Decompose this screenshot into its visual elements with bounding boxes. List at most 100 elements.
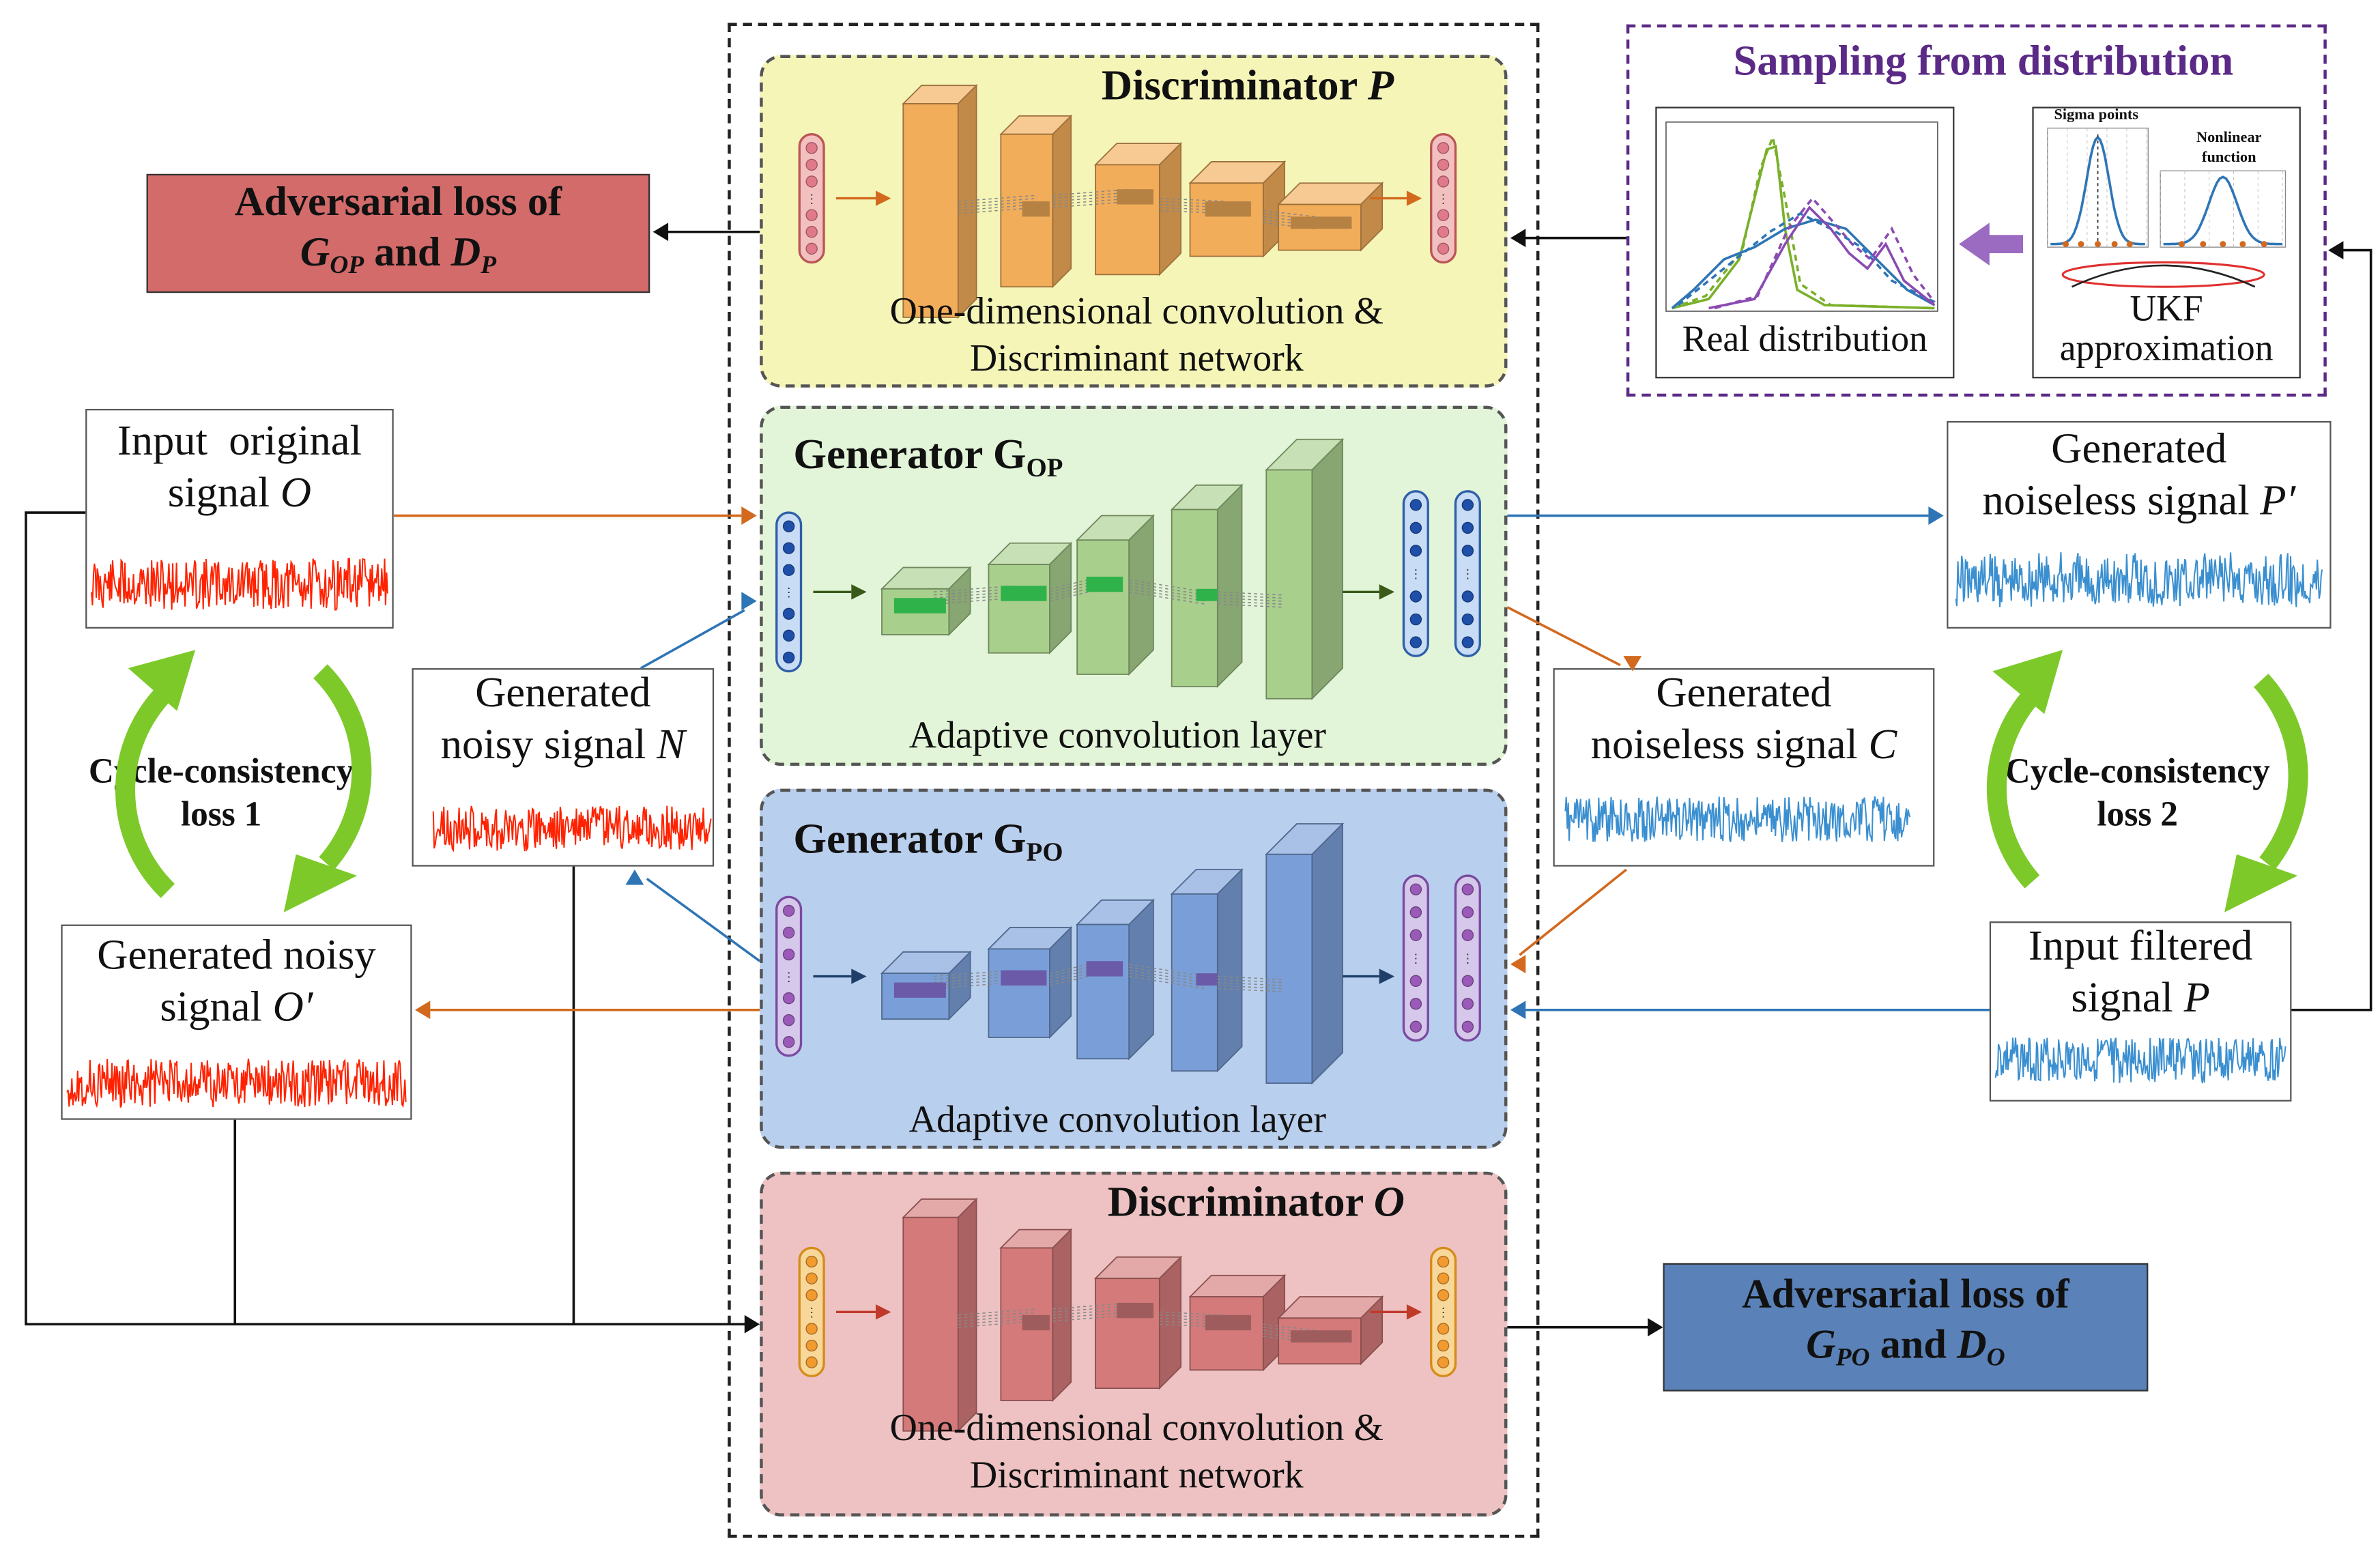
- vector-node: [1461, 975, 1474, 988]
- connection-line: [1052, 1302, 1132, 1310]
- vector-outline: [1430, 133, 1457, 264]
- connection-line: [958, 1314, 1038, 1322]
- discriminator-o-caption: One-dimensional convolution & Discrimina…: [889, 1408, 1383, 1496]
- sampling-direction-arrow: [1959, 222, 2024, 265]
- connection-line: [933, 975, 1014, 983]
- vector-node: [1409, 499, 1422, 511]
- vector-node: [1461, 636, 1474, 648]
- connection-line: [1128, 591, 1206, 605]
- vector-node: [1409, 906, 1422, 919]
- connection-line: [1052, 191, 1132, 199]
- connection-line: [1217, 975, 1282, 980]
- transformed-point: [2261, 241, 2267, 248]
- vector-node: [1461, 1020, 1474, 1033]
- feature-link-3: [1128, 579, 1206, 605]
- connection-line: [958, 1311, 1038, 1319]
- conv-layer-5: [1265, 437, 1345, 700]
- vector-node: [1437, 142, 1450, 154]
- generated-noiseless-signal-p-label: Generated noiseless signal P′: [1982, 425, 2296, 526]
- sigma-points-label: Sigma points: [2054, 106, 2139, 124]
- generator-op-title: Generator GOP: [793, 431, 1063, 483]
- connection-line: [933, 591, 1014, 599]
- vector-node: [805, 158, 818, 171]
- purple-density-dashed: [1714, 196, 1936, 310]
- input-vector: ⋮: [775, 895, 803, 1057]
- connection-line: [933, 981, 1014, 990]
- plot-frame: [1665, 121, 1938, 312]
- conv-layer-4: [1170, 867, 1244, 1073]
- cuboid-front: [1095, 1278, 1160, 1390]
- vector-node: [805, 1255, 818, 1268]
- vector-ellipsis: ⋮: [1409, 567, 1422, 581]
- transformed-point: [2200, 241, 2207, 248]
- waveform: [1994, 1037, 2286, 1084]
- vector-outline: [1402, 490, 1429, 657]
- connection-line: [958, 207, 1038, 214]
- conv-layer-2: [987, 925, 1073, 1039]
- nonlinear-frame: [2160, 170, 2286, 248]
- vector-outline: [1430, 1246, 1457, 1377]
- cycle-arc-inner: [313, 664, 372, 870]
- arrow-head-to-gpo: [1510, 955, 1526, 974]
- discriminator-p-title: Discriminator P: [1101, 62, 1394, 110]
- input-filtered-waveform: [1994, 1037, 2286, 1084]
- arrow-head-to-disc-o: [744, 1314, 760, 1334]
- input-arrow: [813, 968, 867, 984]
- feature-link-2: [1052, 1302, 1132, 1322]
- connection-line: [933, 597, 1014, 605]
- discriminator-p-network: ⋮⋮: [798, 84, 1457, 319]
- sigma-point: [2127, 241, 2133, 248]
- vector-node: [782, 926, 795, 939]
- vector-node: [805, 1272, 818, 1284]
- sigma-frame: [2047, 128, 2149, 248]
- conv-layer-1: [902, 1197, 978, 1433]
- cycle-arc-inner: [2253, 674, 2308, 870]
- vector-node: [782, 1014, 795, 1026]
- line-c-to-gpo: [1519, 868, 1627, 956]
- vector-node: [782, 520, 795, 532]
- vector-node: [805, 242, 818, 255]
- vector-node: [805, 1339, 818, 1352]
- cuboid-front: [988, 564, 1050, 654]
- connection-line: [1128, 966, 1206, 980]
- vector-node: [782, 1035, 795, 1048]
- cuboid-front: [988, 948, 1050, 1038]
- kernel-highlight: [1022, 1314, 1050, 1331]
- feature-link-3: [1128, 963, 1206, 990]
- discriminator-o-network: ⋮⋮: [798, 1197, 1457, 1433]
- kernel-highlight: [1001, 586, 1047, 601]
- connection-line: [1217, 988, 1282, 992]
- connection-line: [1217, 603, 1282, 608]
- kernel-highlight: [1086, 576, 1123, 592]
- conv-layer-3: [1075, 514, 1156, 676]
- connection-line: [1052, 195, 1132, 202]
- vector-ellipsis: ⋮: [783, 970, 795, 983]
- connection-line: [1128, 579, 1206, 593]
- generated-noiseless-p-waveform: [1955, 552, 2323, 607]
- kernel-highlight: [893, 982, 946, 998]
- vector-ellipsis: ⋮: [1437, 192, 1450, 205]
- vector-node: [805, 142, 818, 154]
- arrow-head: [851, 968, 867, 984]
- vector-node: [805, 175, 818, 188]
- connection-line: [1217, 591, 1282, 596]
- kernel-highlight: [893, 598, 946, 614]
- generated-noisy-o-waveform: [66, 1059, 407, 1108]
- connection-line: [1128, 973, 1206, 986]
- vector-ellipsis: ⋮: [805, 1306, 818, 1319]
- connection-line: [933, 585, 1014, 593]
- cycle-arrow-head-up: [128, 650, 196, 711]
- output-arrow: [1370, 190, 1422, 206]
- vector-ellipsis: ⋮: [1461, 951, 1474, 965]
- kernel-highlight: [1196, 588, 1218, 601]
- real-distribution-label: Real distribution: [1682, 320, 1927, 360]
- input-vector: ⋮: [798, 133, 825, 264]
- vector-node: [1461, 883, 1474, 895]
- vector-node: [1461, 998, 1474, 1010]
- generator-po-network: ⋮⋮⋮: [775, 822, 1481, 1085]
- output-arrow: [1370, 1304, 1422, 1320]
- connection-line: [958, 203, 1038, 212]
